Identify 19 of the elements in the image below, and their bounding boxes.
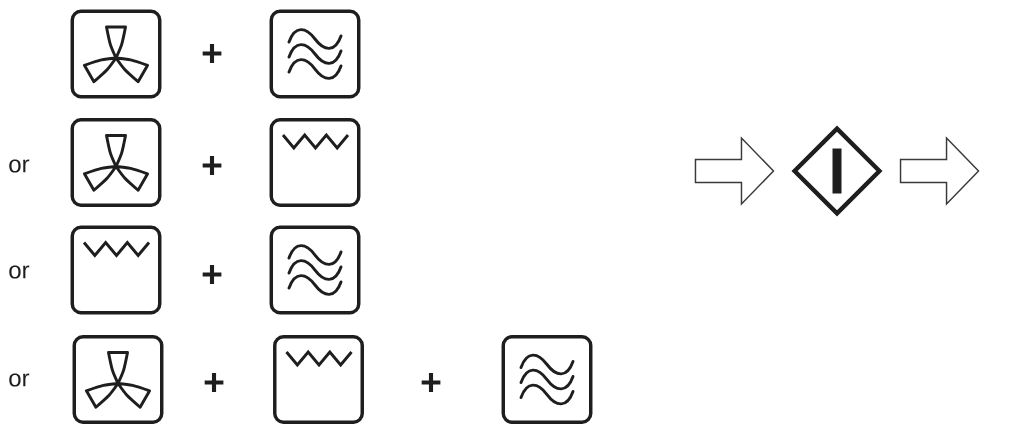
fan-icon xyxy=(70,9,162,99)
block-arrow xyxy=(899,136,980,206)
zigzag-icon xyxy=(70,225,162,315)
fan-icon xyxy=(70,118,162,207)
plus-sign: + xyxy=(202,265,222,285)
zigzag-icon xyxy=(269,118,361,207)
conjunction-label: or xyxy=(9,159,30,173)
waves-icon xyxy=(269,225,361,315)
block-arrow xyxy=(694,136,775,206)
waves-icon xyxy=(501,335,593,424)
zigzag-icon xyxy=(273,335,364,424)
plus-sign: + xyxy=(421,373,441,392)
conjunction-label: or xyxy=(9,373,30,387)
waves-icon xyxy=(269,9,361,99)
fan-icon xyxy=(72,335,164,424)
plus-sign: + xyxy=(202,44,222,63)
conjunction-label: or xyxy=(9,265,30,279)
plus-sign: + xyxy=(204,373,224,392)
plus-sign: + xyxy=(202,156,222,175)
